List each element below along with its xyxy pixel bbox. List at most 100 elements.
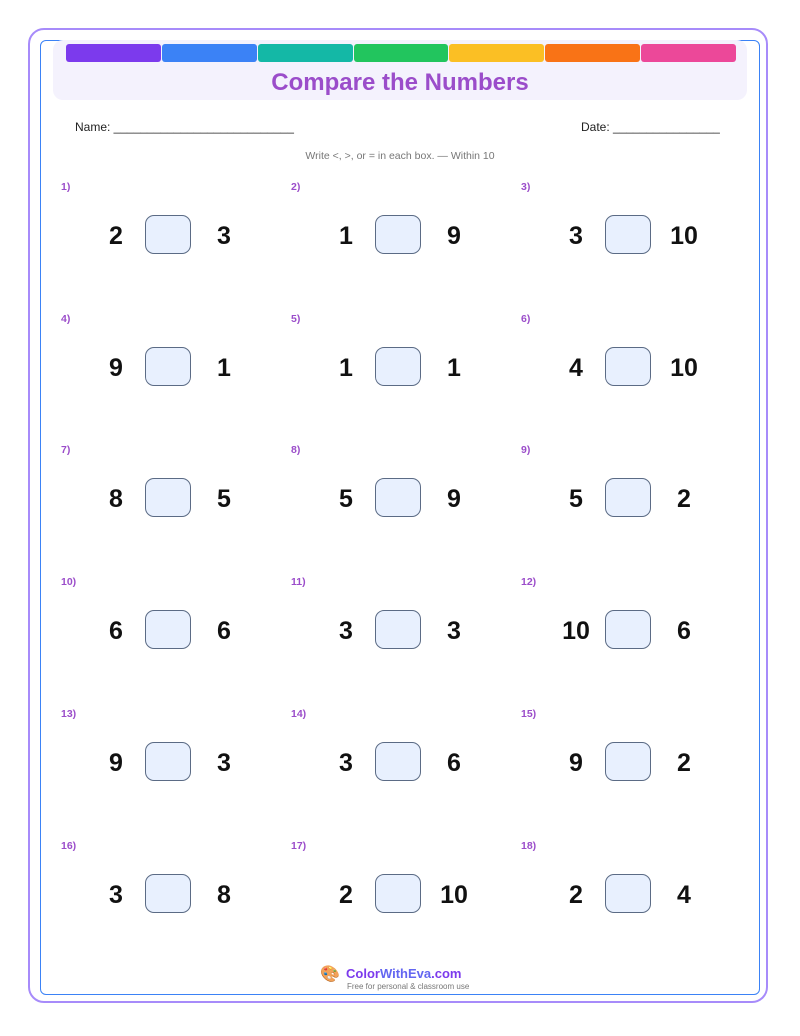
right-number: 8	[217, 881, 231, 909]
left-number: 5	[339, 485, 353, 513]
color-bar-segment	[257, 44, 353, 62]
color-bar-segment	[449, 44, 545, 62]
problem-number: 18)	[521, 840, 537, 852]
answer-box[interactable]	[375, 478, 421, 517]
brand-name: ColorWithEva.com	[346, 966, 462, 981]
problem-item: 7) 8 5	[61, 444, 291, 554]
problem-item: 8) 5 9	[291, 444, 521, 554]
footer-branding: 🎨 ColorWithEva.com Free for personal & c…	[320, 966, 520, 994]
answer-box[interactable]	[605, 478, 651, 517]
right-number: 2	[677, 749, 691, 777]
left-number: 8	[109, 485, 123, 513]
problem-number: 17)	[291, 840, 307, 852]
left-number: 3	[569, 222, 583, 250]
problem-item: 4) 9 1	[61, 313, 291, 423]
problem-number: 13)	[61, 708, 77, 720]
problem-number: 3)	[521, 181, 531, 193]
color-bar-segment	[353, 44, 449, 62]
right-number: 4	[677, 881, 691, 909]
left-number: 1	[339, 354, 353, 382]
color-bar-segment	[66, 44, 161, 62]
left-number: 3	[339, 749, 353, 777]
answer-box[interactable]	[605, 874, 651, 913]
left-number: 9	[569, 749, 583, 777]
right-number: 10	[670, 222, 698, 250]
answer-box[interactable]	[145, 215, 191, 254]
answer-box[interactable]	[375, 874, 421, 913]
answer-box[interactable]	[145, 874, 191, 913]
problem-item: 2) 1 9	[291, 181, 521, 291]
right-number: 9	[447, 222, 461, 250]
color-bar-segment	[545, 44, 641, 62]
right-number: 1	[447, 354, 461, 382]
color-bar-segment	[641, 44, 737, 62]
answer-box[interactable]	[145, 478, 191, 517]
problem-number: 16)	[61, 840, 77, 852]
problem-number: 7)	[61, 444, 71, 456]
problem-item: 15) 9 2	[521, 708, 751, 818]
palette-icon: 🎨	[320, 966, 340, 983]
problem-item: 18) 2 4	[521, 840, 751, 950]
answer-box[interactable]	[375, 742, 421, 781]
footer-tagline: Free for personal & classroom use	[347, 982, 470, 991]
date-field[interactable]: Date: ________________	[581, 120, 720, 134]
problem-number: 12)	[521, 576, 537, 588]
right-number: 6	[677, 617, 691, 645]
answer-box[interactable]	[375, 215, 421, 254]
problem-number: 5)	[291, 313, 301, 325]
left-number: 2	[569, 881, 583, 909]
answer-box[interactable]	[375, 610, 421, 649]
problem-item: 3) 3 10	[521, 181, 751, 291]
answer-box[interactable]	[145, 347, 191, 386]
worksheet-title: Compare the Numbers	[271, 69, 529, 96]
left-number: 5	[569, 485, 583, 513]
answer-box[interactable]	[605, 610, 651, 649]
answer-box[interactable]	[605, 215, 651, 254]
color-bar-segment	[161, 44, 257, 62]
right-number: 5	[217, 485, 231, 513]
problem-item: 9) 5 2	[521, 444, 751, 554]
answer-box[interactable]	[145, 742, 191, 781]
answer-box[interactable]	[605, 347, 651, 386]
right-number: 1	[217, 354, 231, 382]
problem-item: 5) 1 1	[291, 313, 521, 423]
problem-number: 1)	[61, 181, 71, 193]
right-number: 3	[217, 749, 231, 777]
left-number: 1	[339, 222, 353, 250]
problem-number: 9)	[521, 444, 531, 456]
answer-box[interactable]	[375, 347, 421, 386]
right-number: 2	[677, 485, 691, 513]
outer-page-border	[28, 28, 768, 1003]
problem-item: 12) 10 6	[521, 576, 751, 686]
left-number: 9	[109, 354, 123, 382]
problem-number: 8)	[291, 444, 301, 456]
problem-number: 15)	[521, 708, 537, 720]
instructions-text: Write <, >, or = in each box. — Within 1…	[305, 150, 495, 162]
problem-item: 16) 3 8	[61, 840, 291, 950]
problem-number: 4)	[61, 313, 71, 325]
right-number: 6	[217, 617, 231, 645]
answer-box[interactable]	[145, 610, 191, 649]
left-number: 2	[339, 881, 353, 909]
right-number: 9	[447, 485, 461, 513]
left-number: 2	[109, 222, 123, 250]
problem-number: 6)	[521, 313, 531, 325]
rainbow-color-bar	[66, 44, 737, 62]
right-number: 3	[447, 617, 461, 645]
left-number: 10	[562, 617, 590, 645]
left-number: 6	[109, 617, 123, 645]
answer-box[interactable]	[605, 742, 651, 781]
name-field[interactable]: Name: ___________________________	[75, 120, 294, 134]
left-number: 3	[109, 881, 123, 909]
right-number: 10	[670, 354, 698, 382]
problem-item: 17) 2 10	[291, 840, 521, 950]
problem-number: 2)	[291, 181, 301, 193]
right-number: 10	[440, 881, 468, 909]
